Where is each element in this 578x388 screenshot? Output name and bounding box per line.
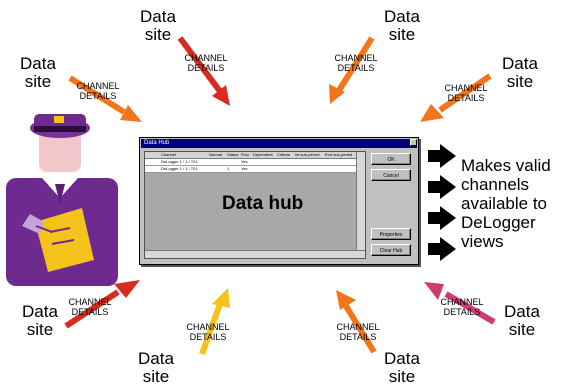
data-hub-label: Data hub [222, 193, 304, 214]
black-arrow-icon [428, 237, 456, 261]
cell-proc: Yes [241, 159, 248, 164]
arrow-right-top [420, 73, 492, 122]
col-int-sub-period: Int sub-period [295, 152, 320, 157]
vertical-scrollbar[interactable] [356, 152, 365, 250]
cell-channel: DeLogger 1 / 1 / T01 [161, 159, 198, 164]
channel-grid[interactable]: Channel Normal Status Proc Dependent Cri… [144, 151, 366, 259]
col-dependent: Dependent [253, 152, 273, 157]
col-status: Status [227, 152, 239, 157]
cell-status: 1 [227, 166, 230, 171]
black-arrow-icon [428, 144, 456, 168]
horizontal-scrollbar[interactable] [145, 250, 365, 258]
table-row[interactable]: DeLogger 1 / 1 / T01 Yes [145, 159, 357, 166]
properties-button[interactable]: Properties [371, 228, 411, 240]
arrow-top-1 [177, 36, 230, 106]
col-criteria: Criteria [277, 152, 290, 157]
col-proc: Proc [241, 152, 250, 157]
arrow-bottom-2 [336, 290, 377, 354]
window-title: Data Hub [141, 139, 417, 148]
arrow-top-2 [329, 36, 375, 104]
arrow-right-bottom [424, 282, 496, 325]
black-arrows [428, 144, 456, 261]
cell-channel: DeLogger 1 / 1 / T01 [161, 166, 198, 171]
table-row[interactable]: DeLogger 1 / 1 / T01 1 Yes [145, 166, 357, 173]
black-arrow-icon [428, 206, 456, 230]
arrow-bottom-1 [199, 288, 230, 356]
grid-header: Channel Normal Status Proc Dependent Cri… [145, 152, 357, 159]
makes-valid-text: Makes valid channels available to DeLogg… [461, 156, 551, 251]
black-arrow-icon [428, 175, 456, 199]
clear-hub-button[interactable]: Clear Hub [371, 244, 411, 256]
ok-button[interactable]: OK [371, 153, 411, 165]
data-hub-window: Data Hub Channel Normal Status Proc Depe… [139, 137, 419, 265]
col-end-sub-period: End sub-period [325, 152, 353, 157]
close-icon[interactable] [410, 139, 417, 146]
attendant-illustration [6, 114, 118, 286]
arrow-left-bottom [64, 280, 140, 329]
cell-proc: Yes [241, 166, 248, 171]
col-channel: Channel [161, 152, 176, 157]
arrow-left-top [68, 75, 142, 122]
cancel-button[interactable]: Cancel [371, 169, 411, 181]
col-normal: Normal [209, 152, 222, 157]
